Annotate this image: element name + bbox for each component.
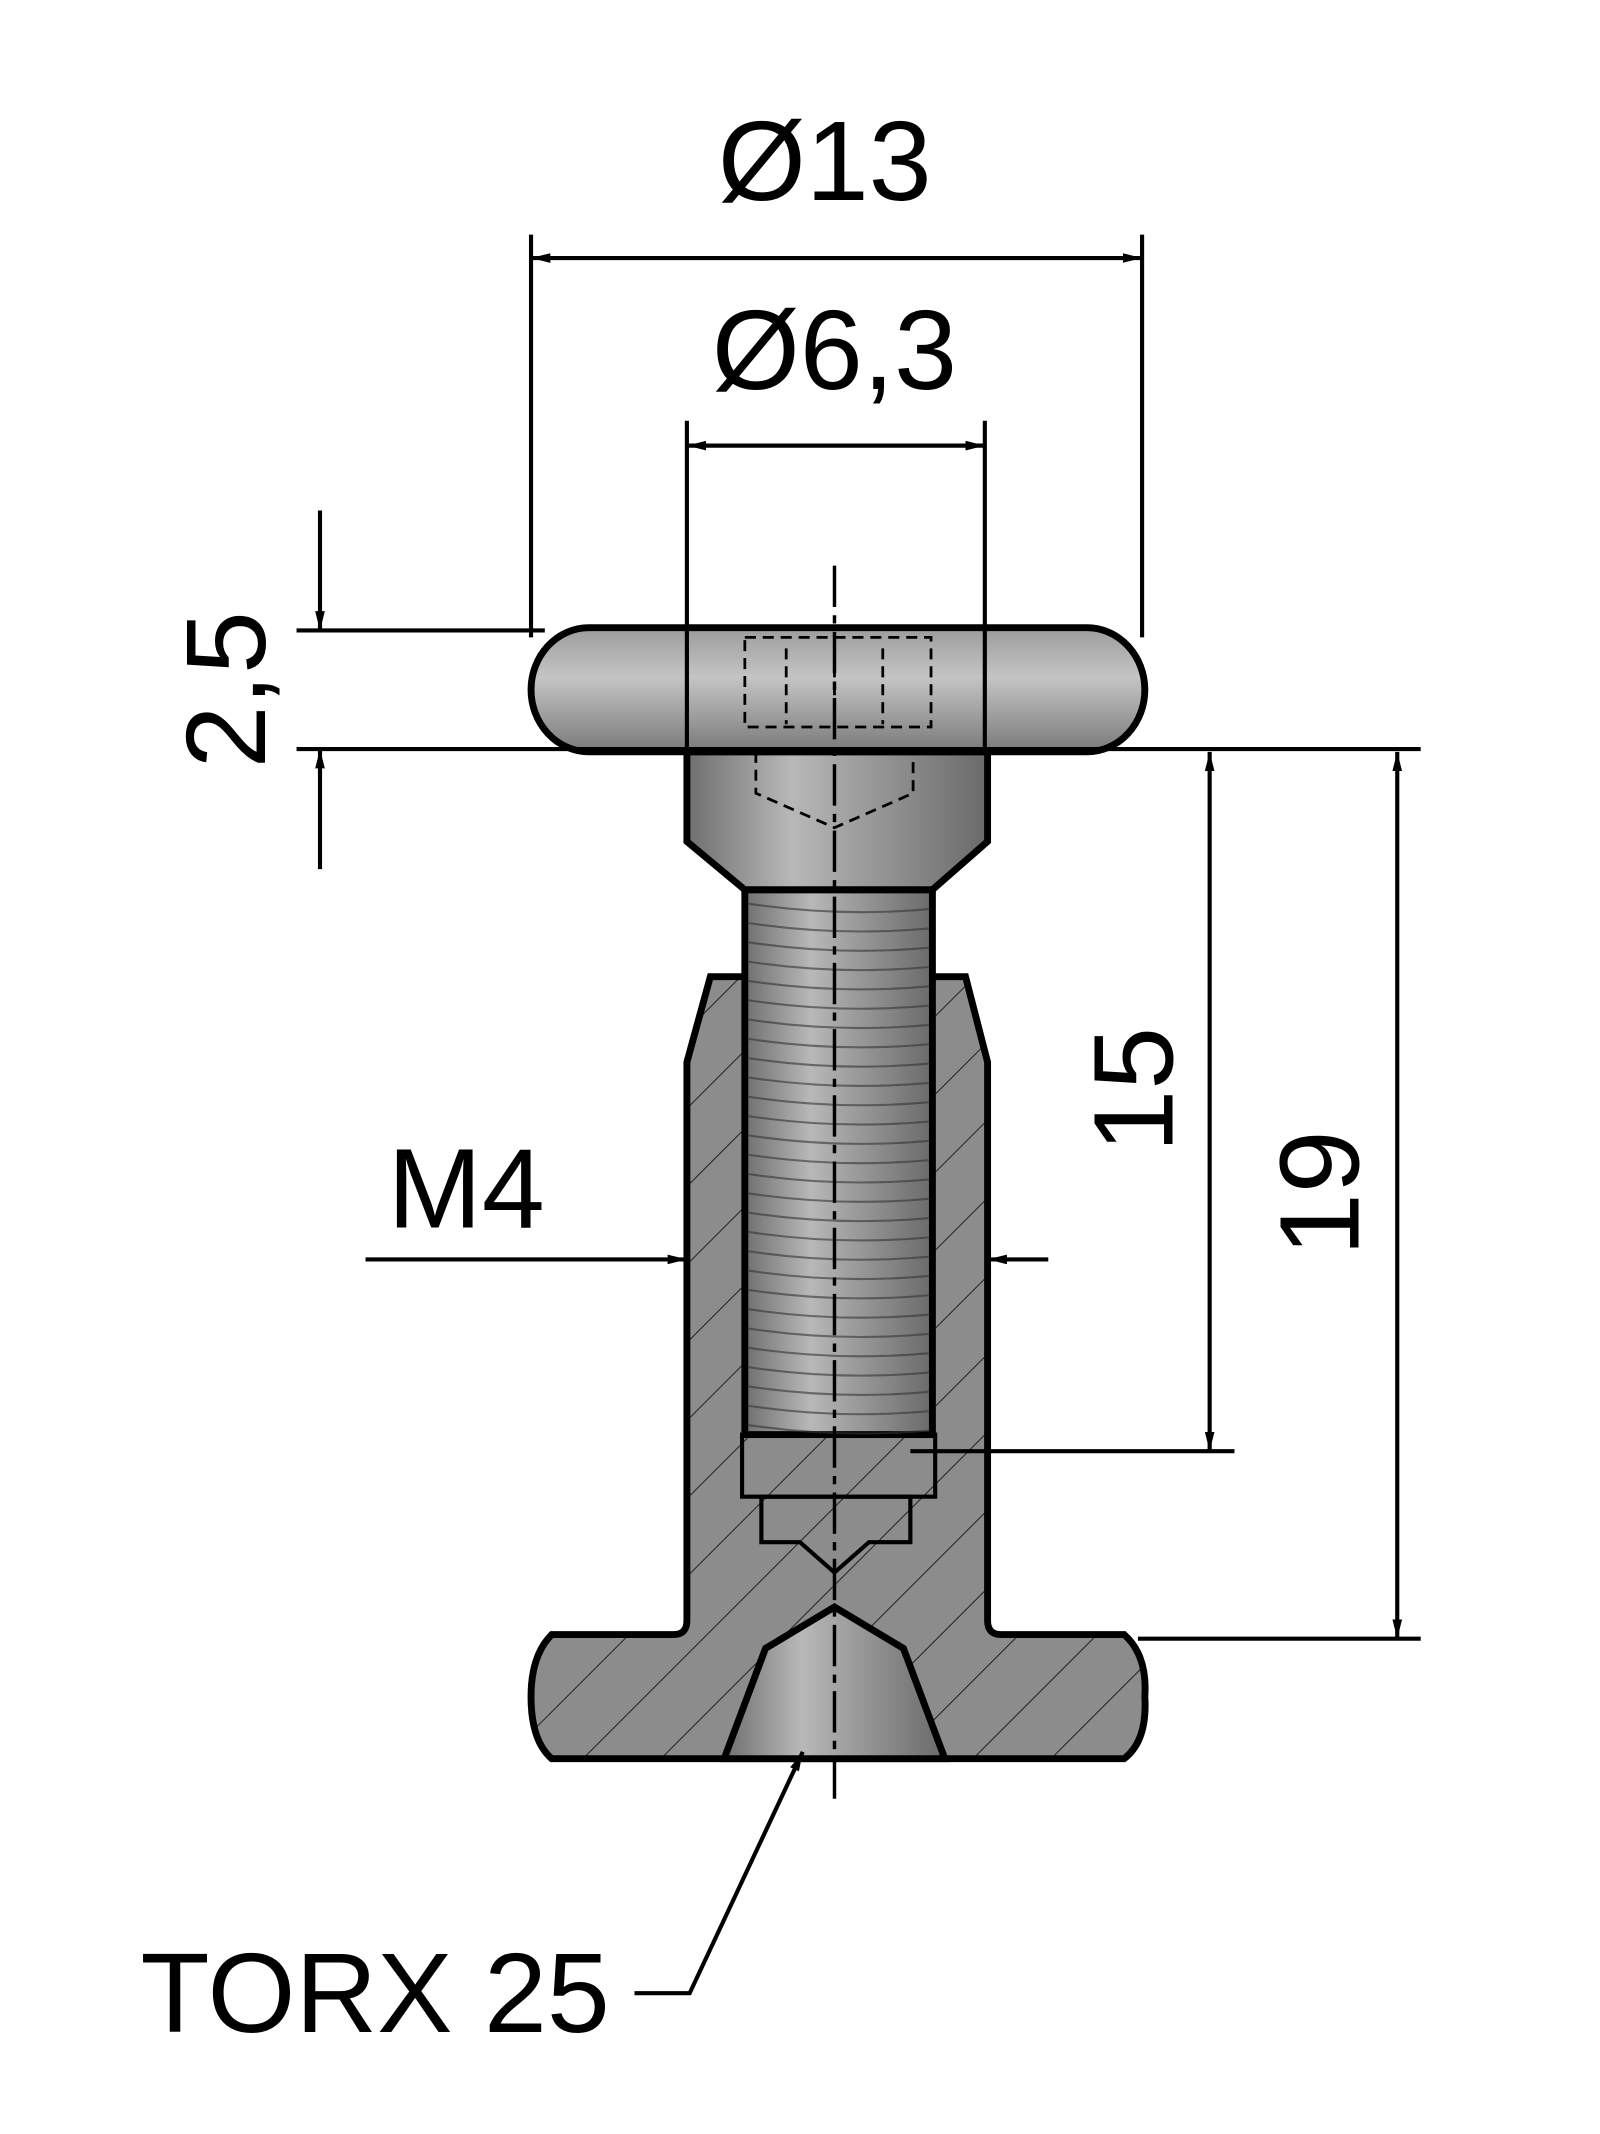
thread-lines — [747, 902, 930, 1435]
dim-label-thread-length: 15 — [1070, 1027, 1196, 1153]
thread-line — [747, 941, 930, 952]
thread-line — [747, 1018, 930, 1030]
callout-label-drive: TORX 25 — [141, 1930, 610, 2056]
bore-tip — [759, 1494, 913, 1576]
dim-neck-diameter: Ø6,3 — [684, 287, 987, 752]
thread-line — [747, 1192, 930, 1203]
dim-label-neck-diameter: Ø6,3 — [712, 287, 957, 413]
thread-line — [747, 921, 930, 933]
thread-line — [747, 1327, 930, 1339]
thread-line — [747, 1114, 930, 1126]
thread-line — [747, 1365, 930, 1377]
screw-neck — [683, 748, 992, 894]
thread-line — [747, 1385, 930, 1396]
dim-label-thread-size: M4 — [388, 1126, 545, 1252]
thread-line — [747, 999, 930, 1010]
thread-line — [747, 1269, 930, 1281]
thread-line — [747, 902, 930, 914]
thread-line — [747, 1095, 930, 1107]
dim-head-diameter: Ø13 — [528, 98, 1145, 638]
thread-line — [747, 1423, 930, 1435]
thread-line — [747, 1404, 930, 1416]
thread-line — [747, 1346, 930, 1358]
dim-thread-length: 15 — [910, 751, 1235, 1454]
thread-line — [747, 1308, 930, 1319]
thread-line — [747, 1057, 930, 1068]
dim-label-total-length: 19 — [1257, 1130, 1383, 1256]
thread-line — [747, 1230, 930, 1242]
thread-line — [747, 1288, 930, 1300]
thread-line — [747, 1037, 930, 1049]
dim-head-height: 2,5 — [163, 510, 1421, 870]
thread-line — [747, 1172, 930, 1184]
thread-line — [747, 1153, 930, 1165]
callout-drive: TORX 25 — [141, 1750, 805, 2056]
dim-total-length: 19 — [1137, 751, 1421, 1641]
thread-line — [747, 960, 930, 972]
dim-label-head-height: 2,5 — [163, 611, 289, 768]
thread-line — [747, 1134, 930, 1145]
dim-thread-size: M4 — [365, 1126, 1049, 1265]
thread-line — [747, 1211, 930, 1223]
thread-line — [747, 1250, 930, 1261]
thread-line — [747, 1076, 930, 1087]
dim-label-head-diameter: Ø13 — [718, 98, 932, 224]
thread-line — [747, 979, 930, 991]
screw-head — [527, 624, 1149, 756]
